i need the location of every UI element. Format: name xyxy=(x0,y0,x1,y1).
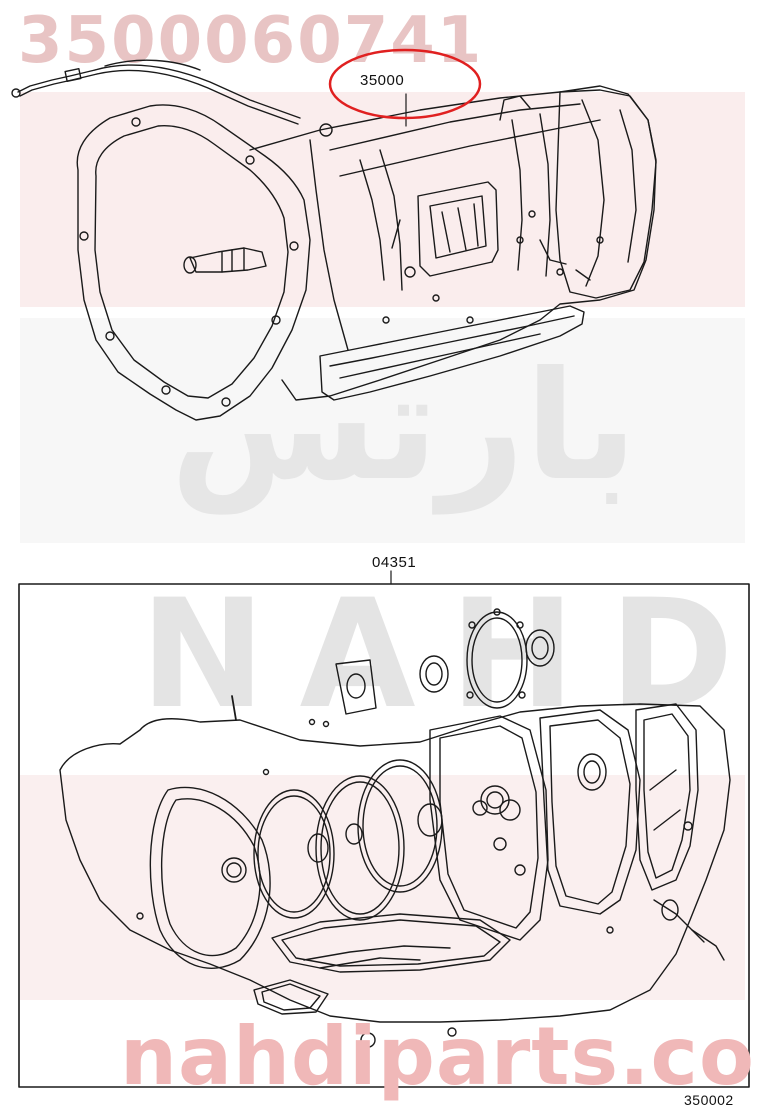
center-plate-gasket-icon xyxy=(429,715,549,941)
input-shaft-icon xyxy=(183,247,267,274)
gasket-ring-icon xyxy=(253,759,443,921)
case-gasket-left-icon xyxy=(149,786,271,969)
transmission-assembly-drawing xyxy=(11,59,657,421)
plate-gasket-icon xyxy=(335,659,377,715)
bell-housing-outline xyxy=(76,104,311,421)
highlight-circle xyxy=(328,48,482,120)
valve-body-gasket-icon xyxy=(271,913,511,973)
figure-id-label: 350002 xyxy=(684,1092,734,1108)
pin-icon xyxy=(231,695,237,721)
oil-seal-icon xyxy=(419,629,555,693)
extension-gasket-icon xyxy=(635,703,699,891)
oil-pan-outline xyxy=(319,305,585,401)
front-pump-gasket-icon xyxy=(466,608,528,709)
callout-label-04351[interactable]: 04351 xyxy=(372,554,417,571)
callout-label-35000[interactable]: 35000 xyxy=(360,72,405,89)
bolt-icon xyxy=(653,899,725,961)
gasket-kit-frame xyxy=(18,583,750,1088)
oil-pan-gasket-icon xyxy=(253,979,329,1015)
case-gasket-right-icon xyxy=(539,709,641,915)
cable-icon xyxy=(11,59,301,125)
gasket-kit-drawing xyxy=(59,608,731,1048)
